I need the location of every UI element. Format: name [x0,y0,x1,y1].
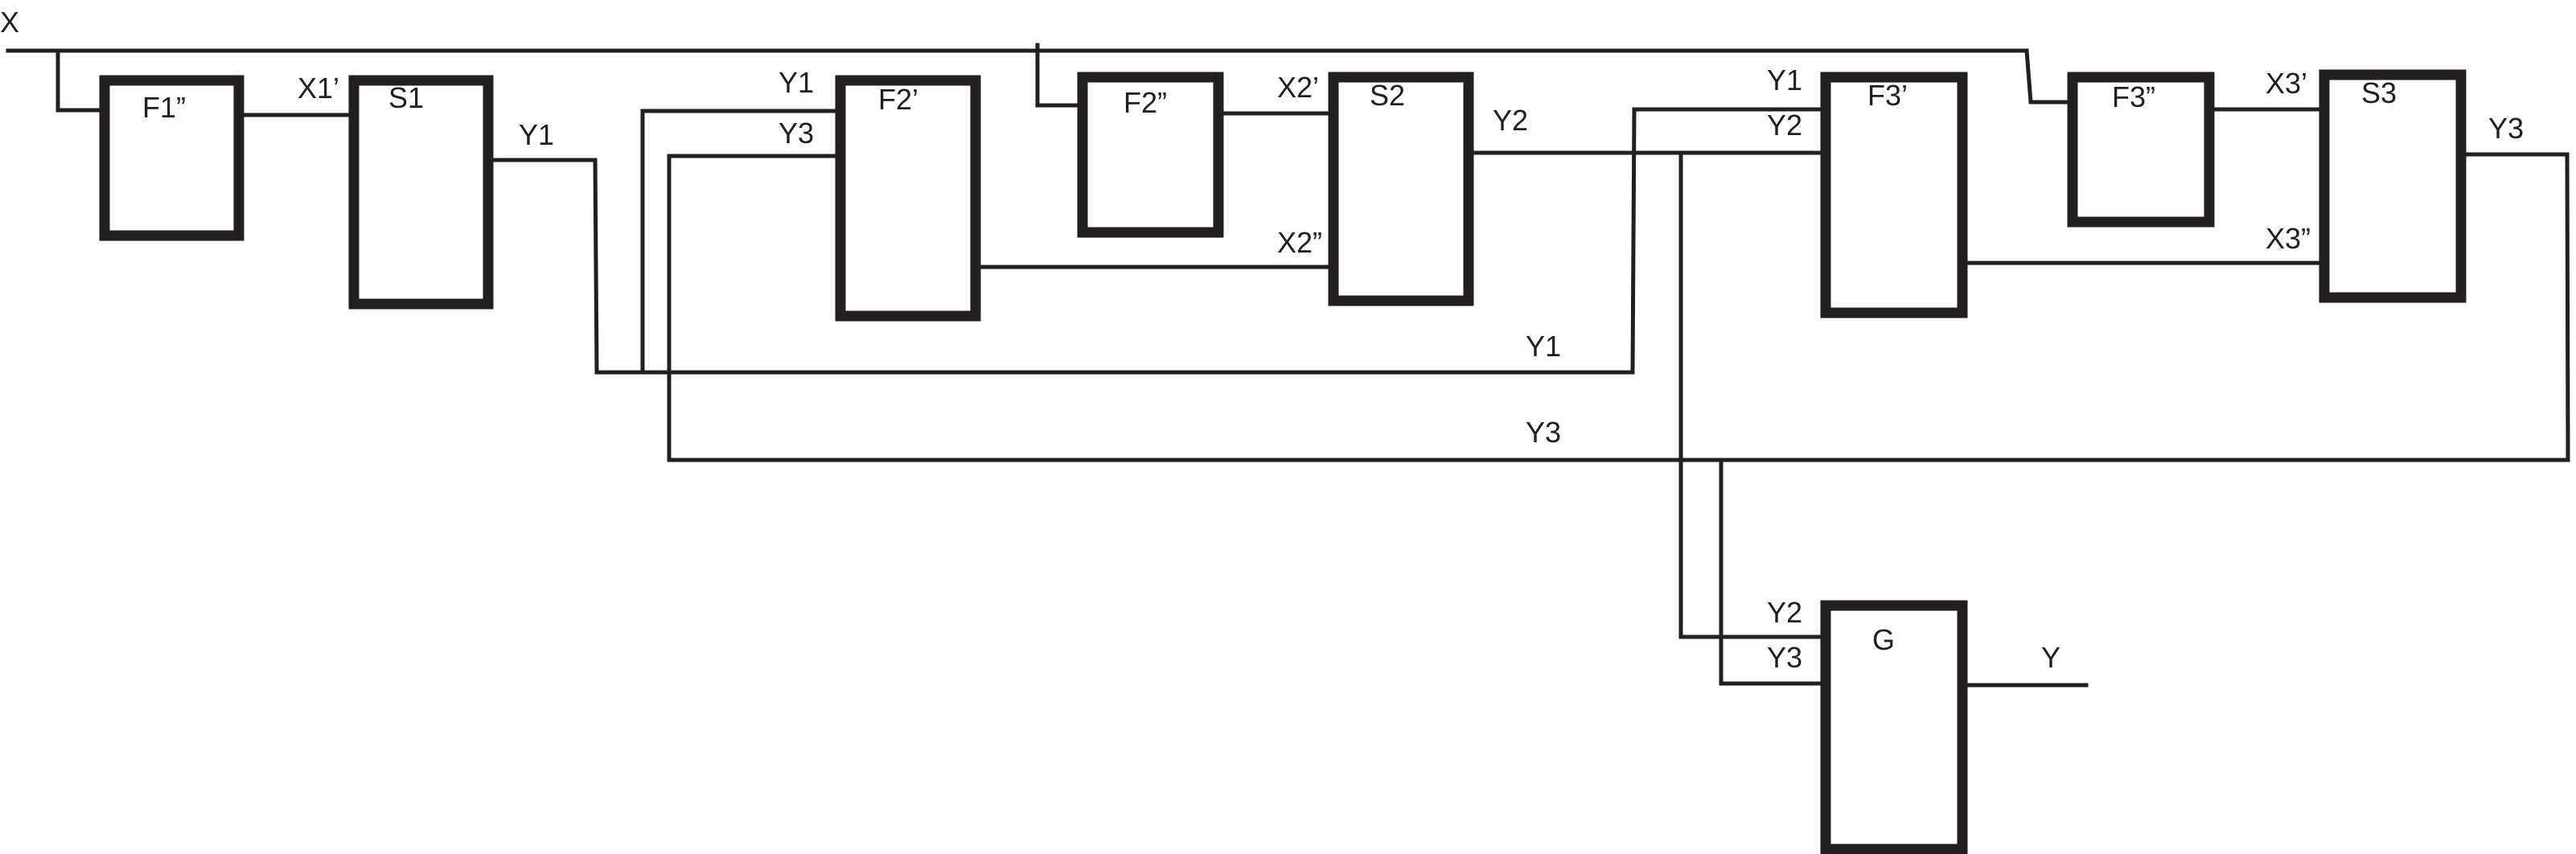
input-label-x: X [0,6,19,39]
signal-label-x2pp: X2” [1277,226,1322,259]
wire-y1-s1-out [486,107,1828,375]
label-f3pp: F3” [2112,80,2155,113]
block-f3p [1820,72,1968,318]
blocks [99,69,2467,854]
signal-label-y2-g: Y2 [1767,596,1802,629]
block-labels: F1” S1 F2’ F2” S2 F3’ F3” S3 G [142,76,2397,656]
wire-x-to-f3pp [2024,48,2075,105]
signal-label-y3-bottom: Y3 [1526,416,1561,449]
label-g: G [1872,623,1895,656]
wire-y2-to-g [1678,150,1828,639]
label-s1: S1 [388,81,424,114]
wire-y3-loop [667,152,2570,462]
signal-label-x3p: X3’ [2266,67,2307,100]
block-s3 [2319,69,2467,303]
output-label-y: Y [2041,641,2060,674]
block-f2pp [1077,72,1224,238]
signal-label-y3-s3-out: Y3 [2488,112,2524,145]
block-f1pp [99,75,244,241]
signal-label-y1-s1-out: Y1 [519,118,554,151]
signal-labels: X X1’ Y1 Y1 Y3 X2’ X2” Y2 Y1 Y3 Y1 Y2 X3… [0,6,2524,674]
wires [6,43,2570,688]
label-s2: S2 [1370,79,1405,112]
signal-label-y1-f3p: Y1 [1767,64,1802,96]
block-s1 [348,75,494,310]
signal-label-y3-f2p: Y3 [779,117,814,150]
wire-x-to-f1pp [55,48,107,113]
signal-label-y2-f3p: Y2 [1767,109,1802,142]
label-f1pp: F1” [142,91,186,124]
block-f2p [835,75,981,322]
block-f3pp [2067,72,2215,228]
signal-label-x3pp: X3” [2266,222,2311,255]
signal-label-y1-f2p: Y1 [779,66,814,99]
wire-y1-to-f2p [640,109,843,375]
wire-x-to-f2pp [1035,43,1085,108]
signal-label-y1-bottom: Y1 [1526,330,1561,363]
wire-y3-to-g [1719,458,1828,686]
block-s2 [1328,72,1474,306]
label-f2p: F2’ [878,83,918,116]
label-f2pp: F2” [1124,86,1167,119]
signal-label-x1p: X1’ [298,72,339,105]
signal-label-y3-g: Y3 [1767,641,1802,674]
signal-label-x2p: X2’ [1277,71,1319,104]
label-s3: S3 [2361,76,2397,109]
block-g [1820,600,1968,854]
label-f3p: F3’ [1867,79,1908,112]
signal-label-y2-s2-out: Y2 [1493,104,1528,137]
